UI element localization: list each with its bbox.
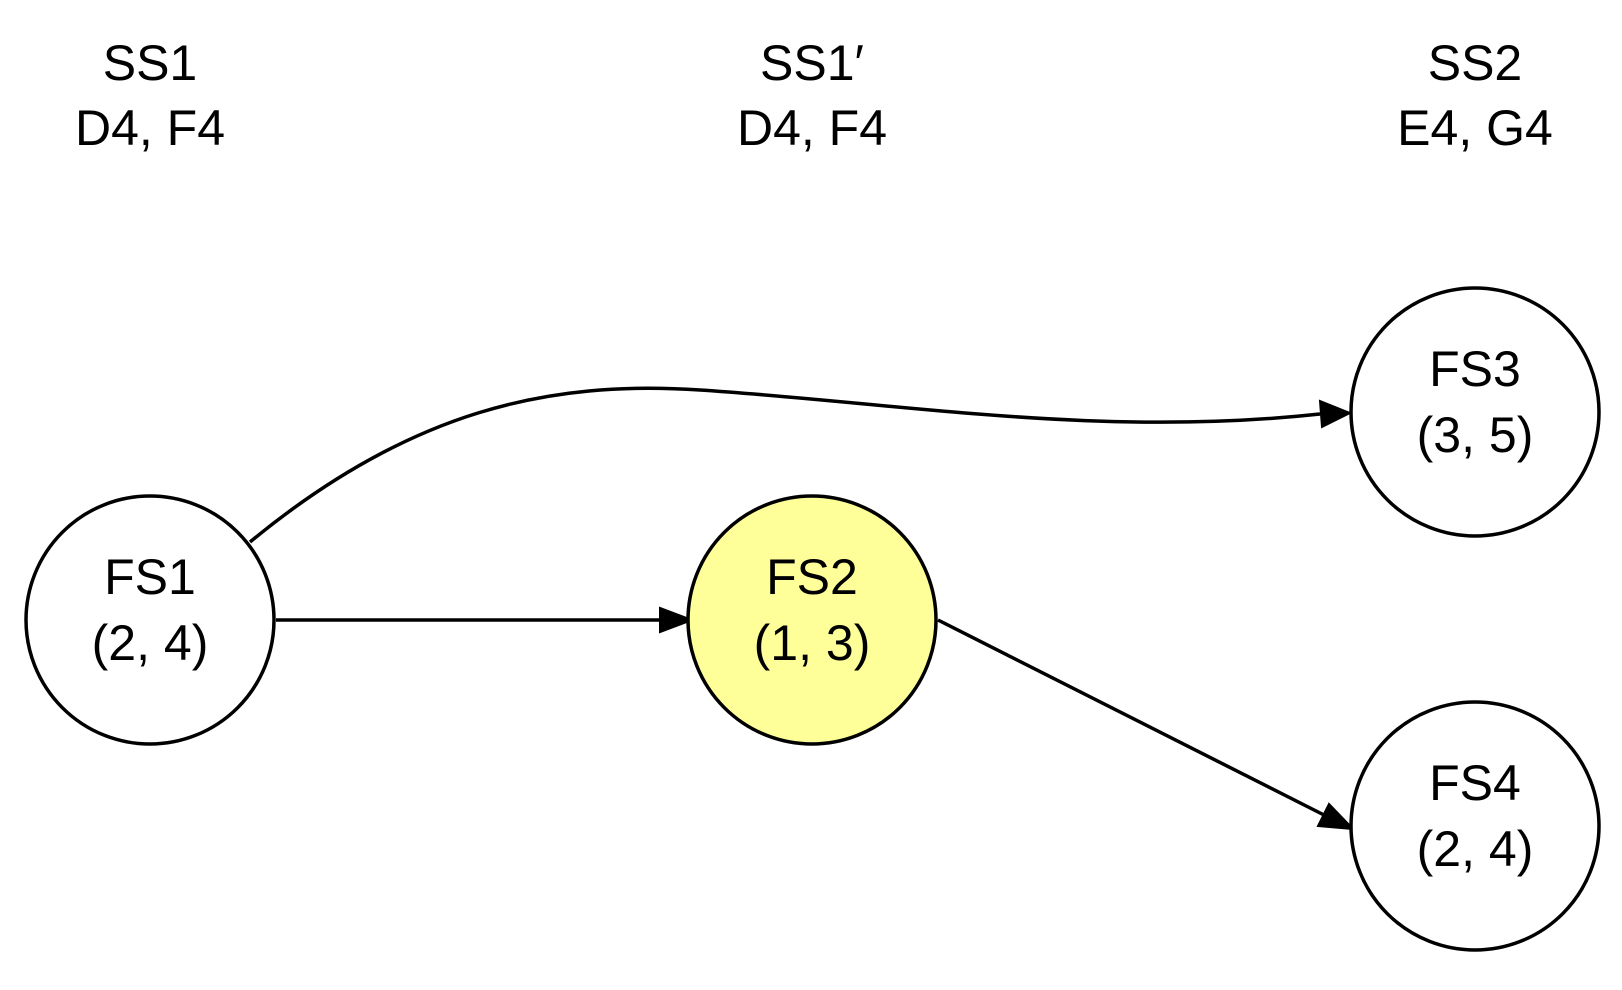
edge-line [248,386,1321,544]
node-fs2: FS2 (1, 3) [686,494,938,746]
node-value: (2, 4) [92,615,209,671]
node-circle [686,494,938,746]
edge-fs2-fs4 [937,618,1356,831]
node-fs3: FS3 (3, 5) [1349,286,1601,538]
node-label: FS4 [1429,755,1521,811]
node-label: FS2 [766,549,858,605]
edge-fs1-fs2 [276,606,695,634]
node-circle [1349,700,1601,952]
arrowhead-icon [659,606,695,634]
node-label: FS3 [1429,341,1521,397]
column-header-ss2: SS2 E4, G4 [1397,35,1553,156]
node-circle [1349,286,1601,538]
column-header-ss1: SS1 D4, F4 [75,35,225,156]
arrowhead-icon [1316,802,1356,831]
node-fs1: FS1 (2, 4) [24,494,276,746]
node-value: (3, 5) [1417,407,1534,463]
node-value: (1, 3) [754,615,871,671]
column-notes: D4, F4 [737,100,887,156]
column-title: SS2 [1428,35,1523,91]
column-notes: D4, F4 [75,100,225,156]
node-fs4: FS4 (2, 4) [1349,700,1601,952]
column-title: SS1 [103,35,198,91]
edge-line [937,618,1325,817]
column-notes: E4, G4 [1397,100,1553,156]
column-title: SS1′ [760,35,864,91]
node-label: FS1 [104,549,196,605]
edge-fs1-fs3 [248,386,1353,544]
column-header-ss1-prime: SS1′ D4, F4 [737,35,887,156]
node-value: (2, 4) [1417,821,1534,877]
node-circle [24,494,276,746]
arrowhead-icon [1318,399,1353,429]
